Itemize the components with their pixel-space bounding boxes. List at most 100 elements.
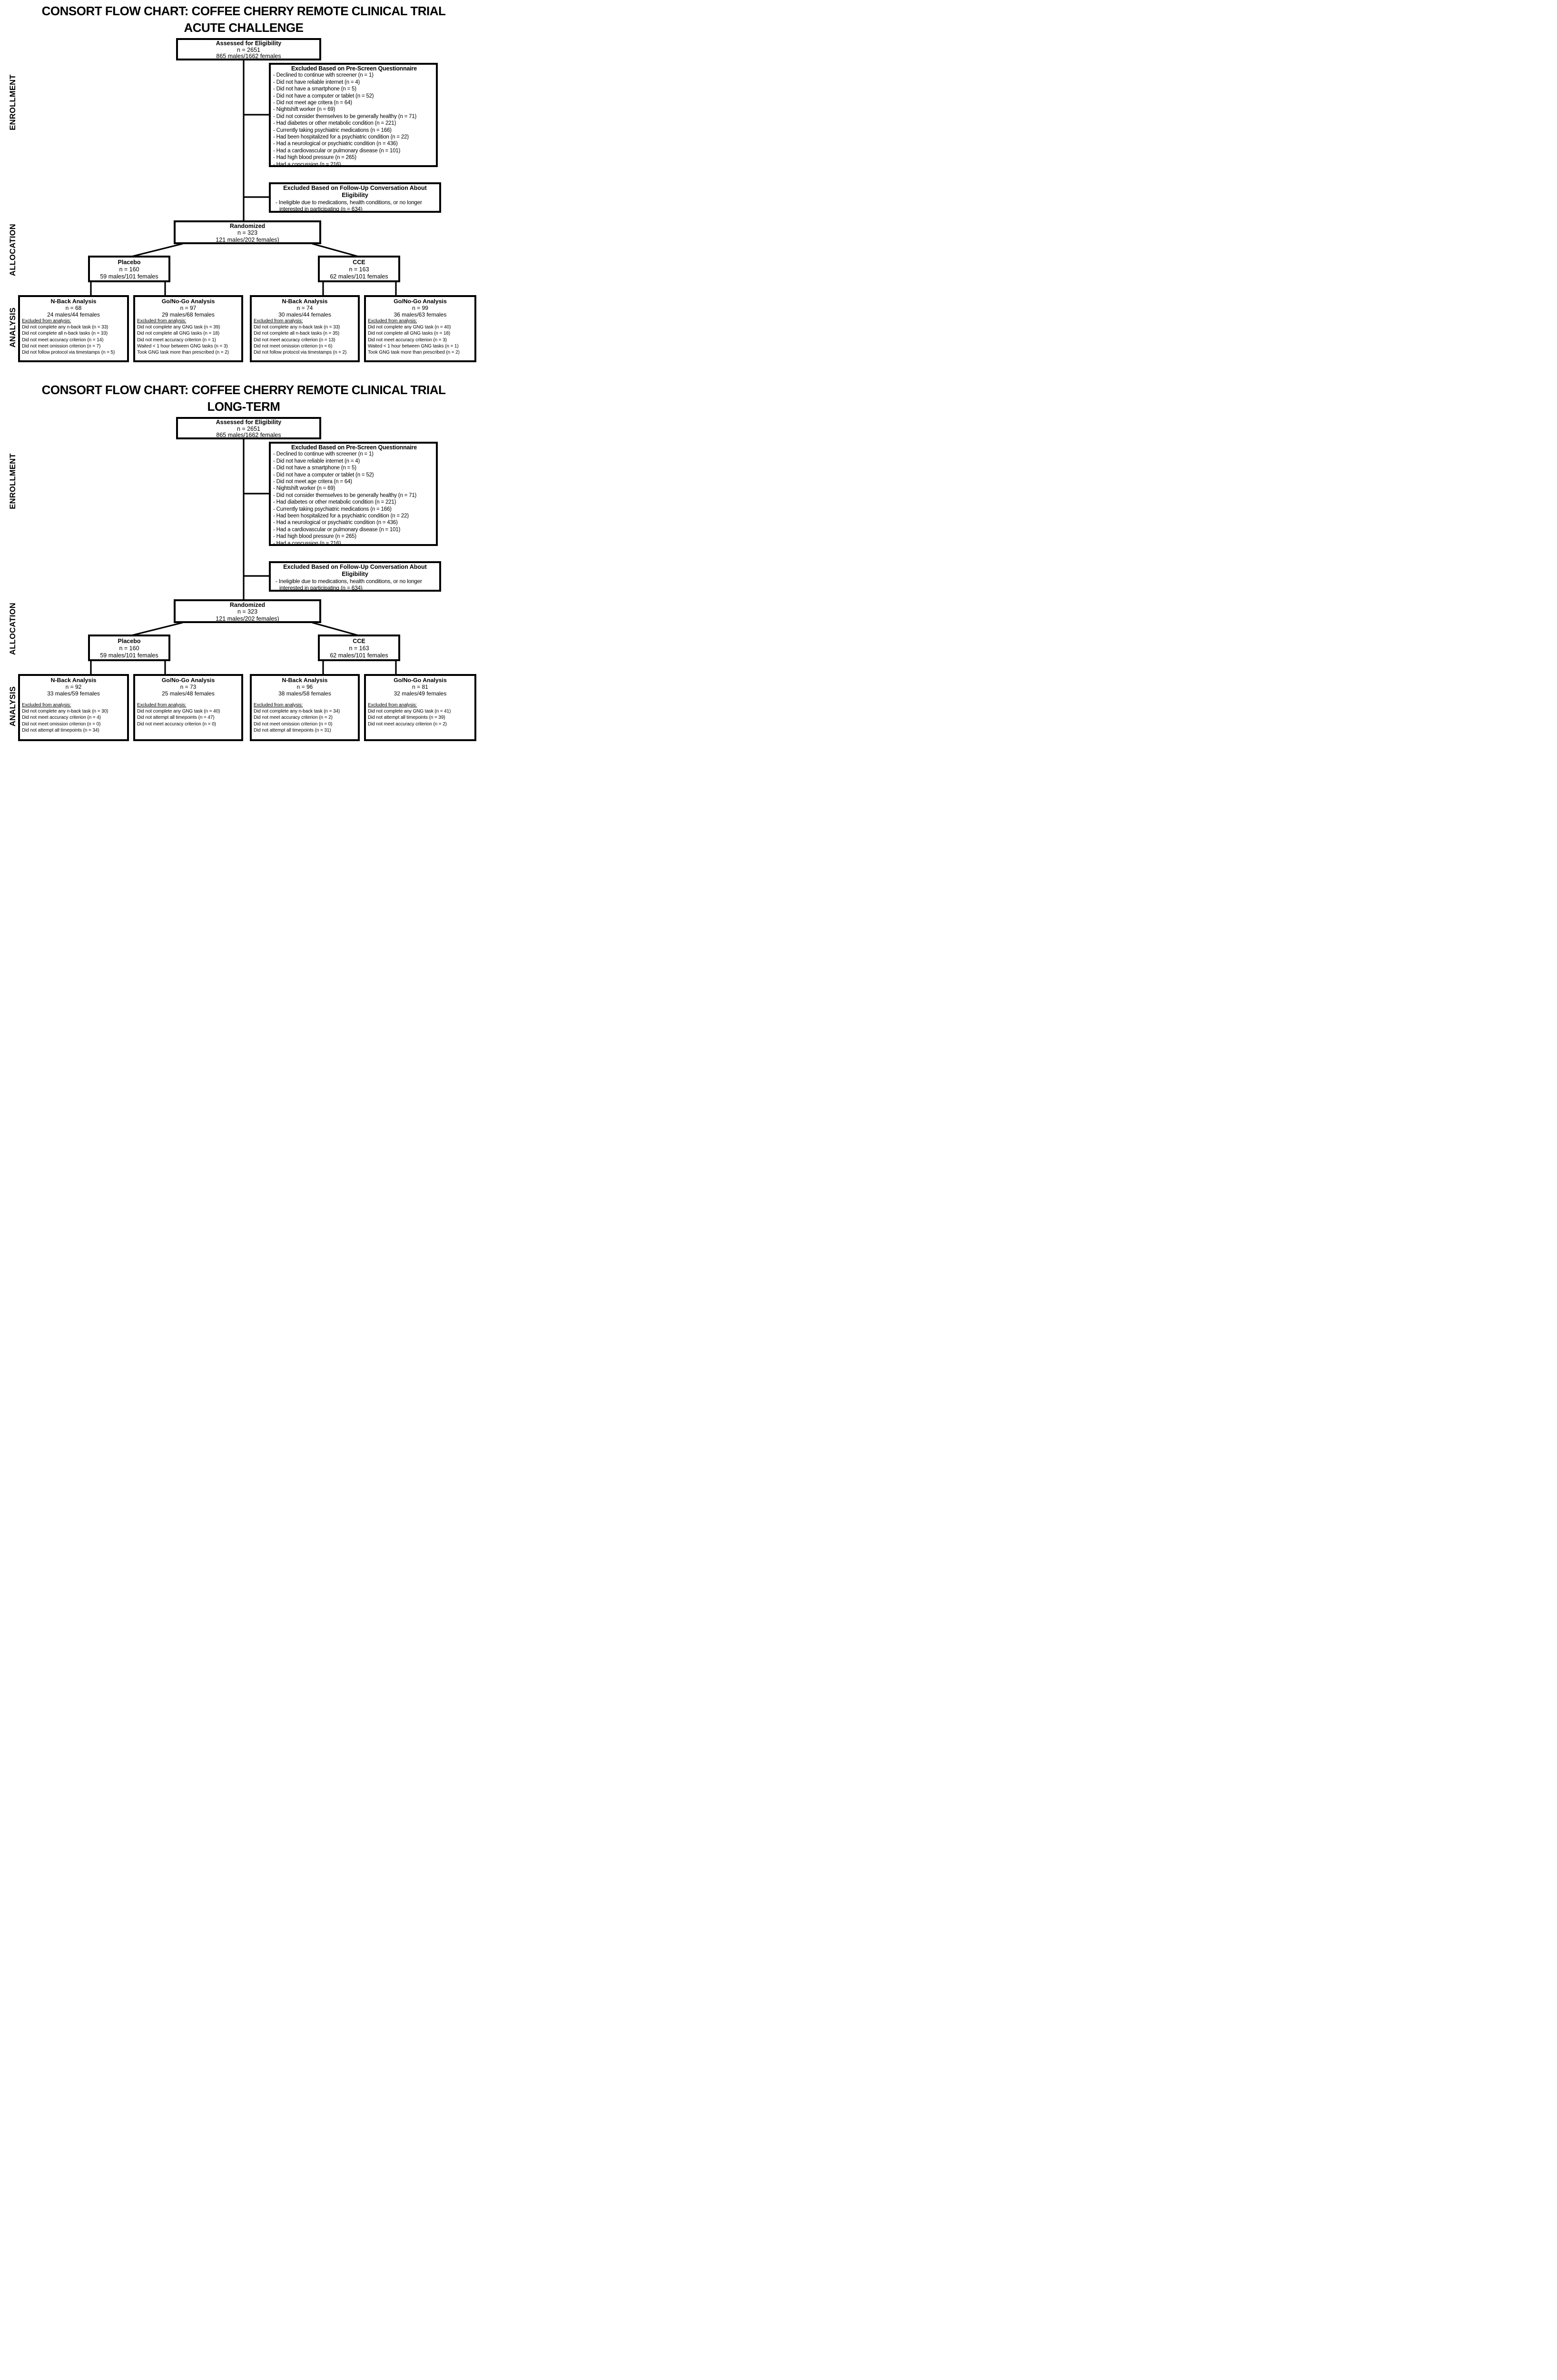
list-item: Did not meet accuracy criterion (n = 2) (254, 715, 333, 721)
box-n: n = 97 (180, 305, 197, 311)
box-n: n = 160 (119, 266, 139, 273)
box-sex: 32 males/49 females (394, 690, 447, 697)
list-item: - Did not consider themselves to be gene… (273, 113, 417, 119)
list-item: Did not meet omission criterion (n = 0) (22, 721, 101, 727)
chart-title-line2: ACUTE CHALLENGE (184, 20, 304, 35)
list-item: - Had a concussion (n = 216) (273, 540, 341, 546)
list-item: - Had a cardiovascular or pulmonary dise… (273, 526, 401, 533)
consort-chart-acute: CONSORT FLOW CHART: COFFEE CHERRY REMOTE… (0, 0, 487, 379)
randomized-box: Randomized n = 323 121 males/202 females… (174, 220, 321, 244)
box-title: Placebo (118, 259, 141, 266)
box-sex: 865 males/1662 females (216, 432, 281, 439)
exclusion-list: Did not complete any GNG task (n = 40) Di… (366, 324, 474, 356)
excluded-heading: Excluded from analysis: (368, 318, 417, 324)
box-title: Excluded Based on Pre-Screen Questionnai… (291, 444, 417, 451)
side-label-allocation: ALLOCATION (9, 224, 17, 276)
list-item: Did not meet accuracy criterion (n = 1) (137, 337, 216, 343)
excluded-heading: Excluded from analysis: (137, 703, 187, 708)
box-n: n = 160 (119, 645, 139, 652)
list-item: Did not meet accuracy criterion (n = 2) (368, 721, 447, 727)
box-n: n = 81 (412, 684, 428, 690)
nback-analysis-cce-box: N-Back Analysis n = 96 38 males/58 femal… (250, 674, 360, 741)
list-item: - Nightshift worker (n = 69) (273, 107, 335, 113)
list-item: - Did not have a computer or tablet (n =… (273, 472, 374, 478)
box-title: Go/No-Go Analysis (161, 677, 215, 684)
gonogo-analysis-placebo-box: Go/No-Go Analysis n = 97 29 males/68 fem… (133, 295, 243, 362)
excluded-heading: Excluded from analysis: (22, 703, 71, 708)
list-item: - Had been hospitalized for a psychiatri… (273, 134, 409, 140)
box-n: n = 73 (180, 684, 197, 690)
flow-connector-lines (90, 60, 397, 297)
list-item: Did not complete any n-back task (n = 34… (254, 709, 340, 714)
list-item: - Nightshift worker (n = 69) (273, 486, 335, 492)
exclusion-list: - Declined to continue with screener (n … (273, 451, 435, 546)
assessed-for-eligibility-box: Assessed for Eligibility n = 2651 865 ma… (176, 38, 321, 60)
box-title: Randomized (229, 602, 266, 608)
list-item: Did not meet accuracy criterion (n = 14) (22, 337, 104, 343)
box-title: N-Back Analysis (282, 298, 328, 305)
side-label-analysis: ANALYSIS (9, 686, 17, 727)
excluded-heading: Excluded from analysis: (137, 318, 187, 324)
list-item: Waited < 1 hour between GNG tasks (n = 3… (137, 343, 228, 349)
list-item: Did not complete any GNG task (n = 41) (368, 709, 451, 714)
list-item: Did not meet accuracy criterion (n = 0) (137, 721, 216, 727)
nback-analysis-placebo-box: N-Back Analysis n = 92 33 males/59 femal… (18, 674, 129, 741)
side-label-allocation: ALLOCATION (9, 603, 17, 655)
list-item: - Had diabetes or other metabolic condit… (273, 120, 396, 127)
gonogo-analysis-placebo-box: Go/No-Go Analysis n = 73 25 males/48 fem… (133, 674, 243, 741)
followup-excluded-box: Excluded Based on Follow-Up Conversation… (269, 561, 441, 592)
list-item: Did not attempt all timepoints (n = 47) (137, 715, 215, 721)
list-item: - Currently taking psychiatric medicatio… (273, 127, 392, 133)
exclusion-list: Did not complete any n-back task (n = 34… (252, 708, 358, 734)
side-label-enrollment: ENROLLMENT (9, 74, 17, 130)
prescreen-excluded-box: Excluded Based on Pre-Screen Questionnai… (269, 63, 438, 167)
list-item: Did not meet omission criterion (n = 0) (254, 721, 333, 727)
box-sex: 36 males/63 females (394, 311, 447, 318)
box-title: Go/No-Go Analysis (394, 677, 447, 684)
list-item: Did not meet omission criterion (n = 7) (22, 343, 101, 349)
box-title: N-Back Analysis (50, 298, 97, 305)
exclusion-list: - Declined to continue with screener (n … (273, 72, 435, 165)
box-title: Excluded Based on Follow-Up Conversation… (283, 185, 427, 198)
placebo-arm-box: Placebo n = 160 59 males/101 females (88, 635, 170, 661)
list-item: - Declined to continue with screener (n … (273, 451, 374, 457)
box-sex: 62 males/101 females (330, 273, 388, 280)
list-item: Did not attempt all timepoints (n = 31) (254, 727, 331, 733)
box-sex: 24 males/44 females (47, 311, 100, 318)
box-title: Assessed for Eligibility (216, 419, 282, 426)
exclusion-list: Did not complete any GNG task (n = 40)Di… (135, 708, 241, 727)
list-item: - Had been hospitalized for a psychiatri… (273, 513, 409, 519)
exclusion-list: Did not complete any GNG task (n = 41)Di… (366, 708, 474, 727)
list-item: - Did not have a smartphone (n = 5) (273, 86, 356, 92)
list-item: Did not attempt all timepoints (n = 34) (22, 727, 99, 733)
nback-analysis-cce-box: N-Back Analysis n = 74 30 males/44 femal… (250, 295, 360, 362)
excluded-heading: Excluded from analysis: (254, 703, 303, 708)
cce-arm-box: CCE n = 163 62 males/101 females (318, 256, 400, 282)
prescreen-excluded-box: Excluded Based on Pre-Screen Questionnai… (269, 442, 438, 546)
box-n: n = 323 (237, 608, 258, 615)
cce-arm-box: CCE n = 163 62 males/101 females (318, 635, 400, 661)
list-item: Did not attempt all timepoints (n = 39) (368, 715, 445, 721)
box-sex: 30 males/44 females (278, 311, 331, 318)
exclusion-list: Did not complete any GNG task (n = 39)Di… (135, 324, 241, 356)
chart-title-line1: CONSORT FLOW CHART: COFFEE CHERRY REMOTE… (41, 383, 446, 397)
placebo-arm-box: Placebo n = 160 59 males/101 females (88, 256, 170, 282)
excluded-heading: Excluded from analysis: (368, 703, 417, 708)
list-item: Waited < 1 hour between GNG tasks (n = 1… (368, 343, 459, 349)
box-n: n = 2651 (237, 46, 260, 53)
box-n: n = 68 (65, 305, 82, 311)
list-item: Did not meet accuracy criterion (n = 3) (368, 337, 447, 343)
consort-flow-page: CONSORT FLOW CHART: COFFEE CHERRY REMOTE… (0, 0, 487, 758)
list-item: Took GNG task more than prescribed (n = … (137, 350, 229, 356)
list-item: - Did not meet age critera (n = 64) (273, 479, 352, 485)
box-sex: 59 males/101 females (100, 652, 158, 659)
exclusion-list: Did not complete any n-back task (n = 30… (20, 708, 127, 734)
list-item: - Ineligible due to medications, health … (276, 198, 422, 213)
box-title: Go/No-Go Analysis (161, 298, 215, 305)
chart-title-line2: LONG-TERM (207, 399, 280, 414)
box-n: n = 96 (296, 684, 313, 690)
list-item: - Had a neurological or psychiatric cond… (273, 520, 398, 526)
box-sex: 29 males/68 females (162, 311, 215, 318)
list-item: Did not complete any GNG task (n = 40) (368, 325, 451, 330)
list-item: - Declined to continue with screener (n … (273, 72, 374, 79)
